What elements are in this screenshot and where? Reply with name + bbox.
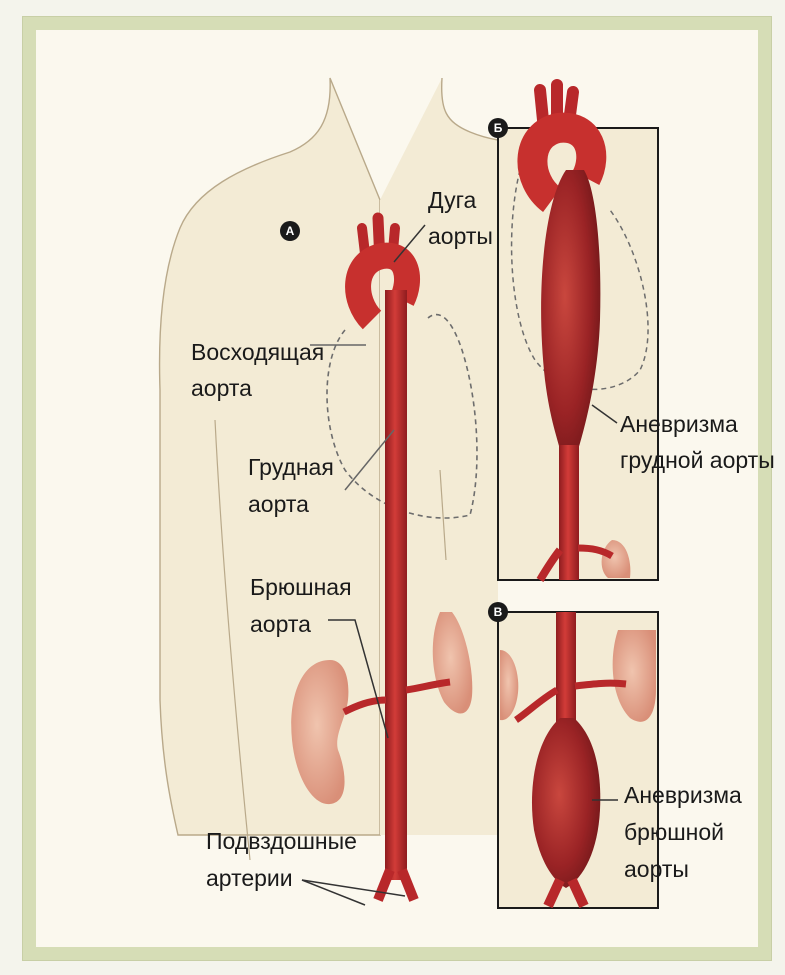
label-abdominal-line1: Брюшная (250, 574, 352, 600)
label-ascending-line2: аорта (191, 375, 252, 401)
label-abdominal-line2: аорта (250, 611, 311, 637)
svg-text:В: В (494, 605, 503, 619)
label-iliac-line1: Подвздошные (206, 828, 357, 854)
label-aaa-line3: аорты (624, 856, 689, 882)
svg-text:Б: Б (494, 121, 503, 135)
label-arch-line2: аорты (428, 223, 493, 249)
descending-aorta (385, 290, 407, 880)
iliac-left (378, 870, 390, 900)
label-ascending-line1: Восходящая (191, 339, 324, 365)
label-aaa-line1: Аневризма (624, 782, 742, 808)
label-aaa-line2: брюшной (624, 819, 724, 845)
panel-b-lower-aorta (559, 445, 579, 580)
badge-c: В (488, 602, 508, 622)
svg-text:A: A (286, 224, 295, 238)
label-iliac-line2: артерии (206, 865, 293, 891)
label-tha-line2: грудной аорты (620, 447, 775, 473)
badge-b: Б (488, 118, 508, 138)
panel-c-right-renal (575, 683, 626, 686)
panel-c-upper-aorta (556, 612, 576, 722)
label-tha-line1: Аневризма (620, 411, 738, 437)
label-thoracic-line1: Грудная (248, 454, 334, 480)
iliac-pointer-1 (302, 880, 365, 905)
label-arch-line1: Дуга (428, 187, 476, 213)
label-thoracic-line2: аорта (248, 491, 309, 517)
badge-a: A (280, 221, 300, 241)
